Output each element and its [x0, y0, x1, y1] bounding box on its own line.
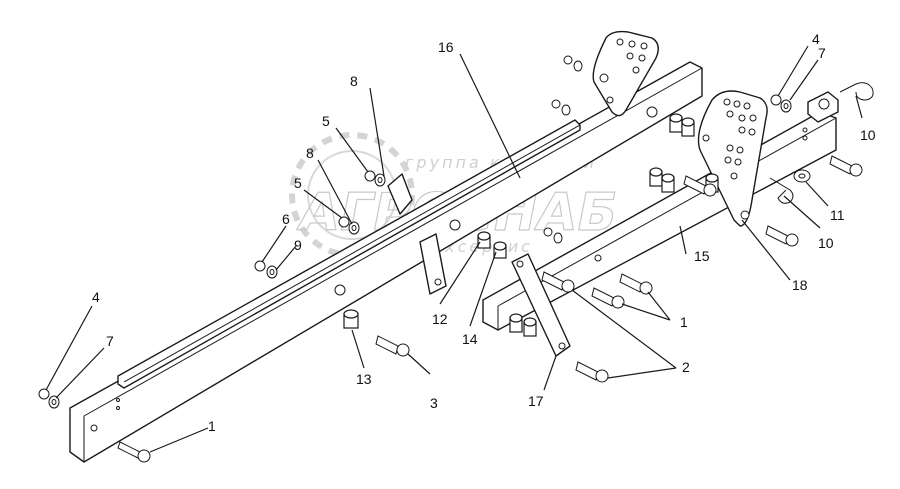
nut-4-left [38, 388, 50, 400]
nut-front [543, 227, 563, 244]
washer-7-right [780, 99, 792, 113]
callout-4-right: 4 [812, 31, 820, 47]
washer-8-top [374, 173, 386, 187]
callout-12: 12 [432, 311, 448, 327]
callout-13: 13 [356, 371, 372, 387]
bushing-f [681, 117, 695, 137]
bushing-b [523, 317, 537, 337]
bolts [117, 155, 863, 463]
bolt-1a [619, 273, 653, 295]
bolt-1b [591, 287, 625, 309]
washer-7-left [48, 395, 60, 409]
callout-7-right: 7 [818, 45, 826, 61]
callout-14: 14 [462, 331, 478, 347]
leader-lines [45, 45, 863, 453]
flat-strip [117, 119, 581, 389]
callout-11: 11 [830, 207, 845, 223]
bushing-d [661, 173, 675, 193]
nut-5-mid [338, 216, 350, 228]
plate-rear-top [592, 30, 659, 117]
callout-9: 9 [294, 237, 302, 253]
callout-2: 2 [682, 359, 690, 375]
bolt-mid [683, 175, 717, 197]
bracket-17 [511, 253, 571, 357]
beam-16 [69, 61, 703, 463]
callout-8-top: 8 [350, 73, 358, 89]
bolt-right-a [765, 225, 799, 247]
bushing-e [669, 113, 683, 133]
ring-11 [793, 169, 811, 183]
bolt-2a [541, 271, 575, 293]
callout-1-right: 1 [680, 314, 688, 330]
nut-4-right [770, 94, 782, 106]
callout-5-mid: 5 [294, 175, 302, 191]
bushing-12 [477, 231, 491, 249]
callout-7-left: 7 [106, 333, 114, 349]
callout-8-mid: 8 [306, 145, 314, 161]
bushing-13 [343, 309, 359, 329]
nut-top-b [551, 99, 571, 116]
bolt-3 [375, 335, 410, 357]
bushing-14 [493, 241, 507, 259]
bushings [343, 113, 719, 337]
callouts: 1 1 2 3 4 4 5 5 6 7 7 8 8 9 10 10 11 12 … [92, 31, 876, 434]
nuts-washers [38, 55, 792, 409]
callout-10-top: 10 [860, 127, 876, 143]
bushing-a [509, 313, 523, 333]
nut-top-a [563, 55, 583, 72]
callout-4-left: 4 [92, 289, 100, 305]
bolt-1-left [117, 441, 151, 463]
bracket-left [419, 233, 447, 295]
plate-18 [697, 90, 768, 227]
callout-1-left: 1 [208, 418, 216, 434]
callout-16: 16 [438, 39, 454, 55]
callout-17: 17 [528, 393, 544, 409]
bushing-c [649, 167, 663, 187]
callout-6: 6 [282, 211, 290, 227]
nut-6 [254, 260, 266, 272]
callout-15: 15 [694, 248, 710, 264]
callout-10-bottom: 10 [818, 235, 834, 251]
washer-8-mid [348, 221, 360, 235]
bracket-top [387, 173, 413, 215]
pin-10-top [839, 82, 874, 101]
callout-5-top: 5 [322, 113, 330, 129]
callout-18: 18 [792, 277, 808, 293]
hitch-lug [807, 91, 839, 123]
callout-3: 3 [430, 395, 438, 411]
bolt-right-b [829, 155, 863, 177]
nut-5-top [364, 170, 376, 182]
bolt-2b [575, 361, 609, 383]
washer-9 [266, 265, 278, 279]
